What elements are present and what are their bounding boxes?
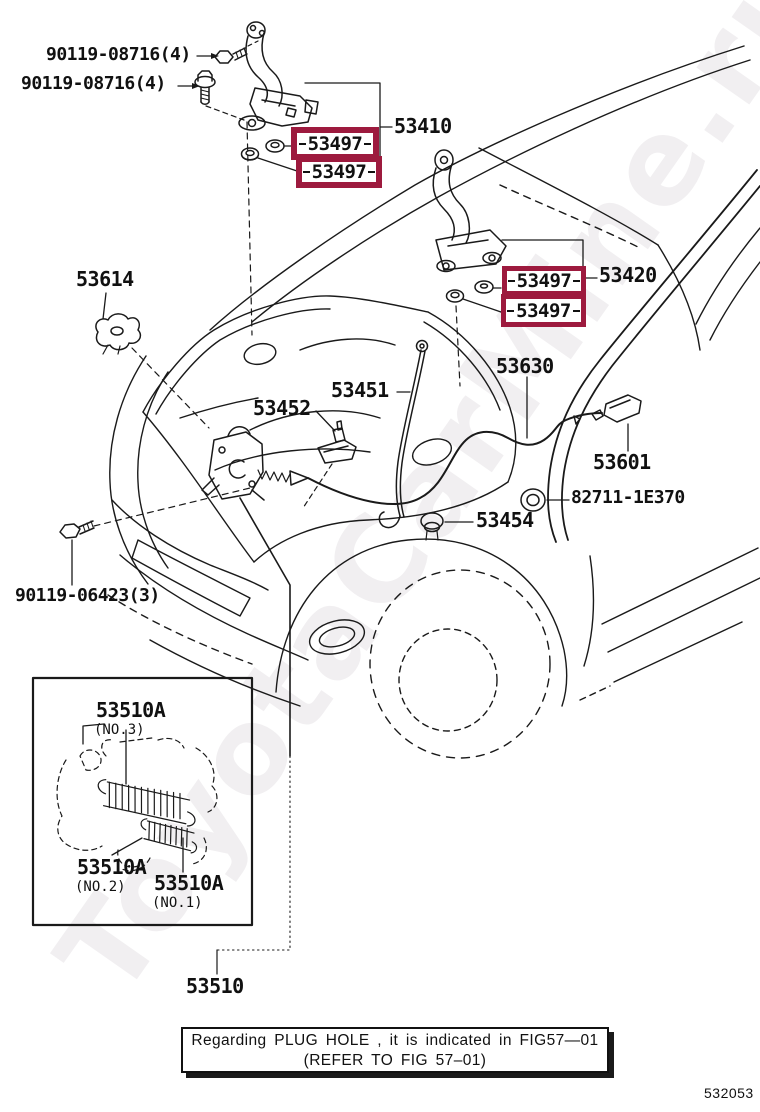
part-label-hinge-rh: 53420 <box>599 263 657 287</box>
highlighted-part-number: 53497 <box>302 161 376 183</box>
highlighted-part-number: 53497 <box>298 133 372 155</box>
highlighted-part-53497-2[interactable]: 53497 <box>296 156 382 188</box>
part-label-lock-assy: 53510 <box>186 974 244 998</box>
release-cable-icon <box>307 376 603 505</box>
hood-hinge-lh-icon <box>177 21 393 336</box>
hood-hinge-rh-icon <box>432 149 598 387</box>
part-label-cushion: 53614 <box>76 267 134 291</box>
spring-no2-suffix: (NO.2) <box>75 879 126 895</box>
part-label-grommet: 82711-1E370 <box>571 487 685 508</box>
bolt-icon <box>194 70 216 105</box>
spring-icon <box>97 779 196 827</box>
part-label-spring-no2: 53510A <box>77 855 147 879</box>
part-label-cable: 53630 <box>496 354 554 378</box>
cable-grommet-icon <box>520 488 570 512</box>
part-label-lock-bolt: 90119-06423(3) <box>15 585 160 606</box>
note-line-1: Regarding PLUG HOLE , it is indicated in… <box>191 1032 599 1049</box>
part-label-lever: 53601 <box>593 450 651 474</box>
part-label-bolt-lower: 90119-08716(4) <box>21 73 166 94</box>
release-lever-icon <box>573 394 642 452</box>
part-label-plug: 53454 <box>476 508 534 532</box>
highlighted-part-number: 53497 <box>507 270 581 292</box>
hood-cushion-icon <box>95 292 210 429</box>
figure-code: 532053 <box>704 1085 754 1101</box>
highlighted-part-53497-4[interactable]: 53497 <box>501 294 586 327</box>
bolt-icon <box>214 47 248 64</box>
spring-no3-suffix: (NO.3) <box>94 722 145 738</box>
highlighted-part-53497-3[interactable]: 53497 <box>502 266 586 296</box>
part-label-support-rod: 53451 <box>331 378 389 402</box>
part-label-spring-no3: 53510A <box>96 698 166 722</box>
note-line-2: (REFER TO FIG 57–01) <box>303 1052 487 1069</box>
rod-clamp-icon <box>302 410 357 509</box>
part-label-spring-no1: 53510A <box>154 871 224 895</box>
plug-grommet-icon <box>420 512 474 541</box>
plug-hole-note: Regarding PLUG HOLE , it is indicated in… <box>181 1027 609 1073</box>
hood-lock-icon <box>201 426 309 975</box>
bolt-icon <box>59 487 251 586</box>
part-label-bolt-upper: 90119-08716(4) <box>46 44 191 65</box>
car-body-outline <box>107 45 760 759</box>
spring-no1-suffix: (NO.1) <box>152 895 203 911</box>
spring-icon <box>140 818 198 854</box>
part-label-rod-clamp: 53452 <box>253 396 311 420</box>
prop-rod-icon <box>378 339 429 529</box>
spring-detail-inset <box>31 676 254 927</box>
highlighted-part-53497-1[interactable]: 53497 <box>291 127 379 160</box>
part-label-hinge-lh: 53410 <box>394 114 452 138</box>
highlighted-part-number: 53497 <box>507 300 580 322</box>
